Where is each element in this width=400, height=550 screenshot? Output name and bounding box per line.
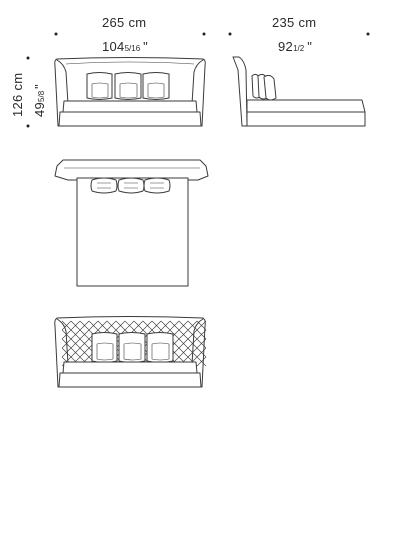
front-view [54,57,206,127]
side-mattress [246,99,366,113]
front-pillow-right-inner [147,82,165,99]
back-pillow-left-inner [96,342,114,361]
width-inch-label: 1045/16" [102,39,148,55]
tufting-cross [178,329,189,340]
front-pillow-center-inner [119,82,138,99]
tufting-cross [169,320,180,331]
depth-inch-label: 921/2" [278,39,312,55]
tufting-cross [196,347,207,358]
tufting-cross [124,320,135,331]
top-bed-body [76,177,189,287]
tufting-cross [178,347,189,358]
tufting-cross [70,347,81,358]
top-pillow-left [90,177,118,194]
tufting-cross [70,338,81,349]
tufting-cross [160,320,171,331]
tufting-cross [187,329,198,340]
dimension-dots [26,32,370,128]
side-view [232,56,366,127]
top-pillow-right [143,177,171,194]
height-dot-bottom [26,124,30,128]
depth-inch-mark: " [307,39,313,54]
front-base [58,111,202,127]
width-dot-left [54,32,58,36]
tufting-cross [187,338,198,349]
front-right-wing [191,59,204,105]
tufting-cross [196,320,207,331]
tufting-cross [178,320,189,331]
tufting-cross [196,338,207,349]
depth-inch-whole: 92 [278,39,294,54]
depth-cm-label: 235 cm [272,15,317,30]
back-left-wing [56,318,69,365]
tufting-cross [70,329,81,340]
depth-dot-left [228,32,232,36]
tufting-cross [70,320,81,331]
side-headboard [232,56,248,127]
tufting-cross [79,347,90,358]
side-base [246,111,366,127]
tufting-cross [61,320,72,331]
front-mattress [62,100,198,113]
width-inch-mark: " [143,39,149,54]
top-pillow-center-inner [124,182,138,189]
front-pillow-right [142,72,170,100]
width-inch-fraction: 5/16 [124,44,141,53]
width-inch-whole: 104 [102,39,125,54]
tufting-cross [61,329,72,340]
depth-inch-fraction: 1/2 [293,44,305,53]
top-pillow-center [117,177,145,194]
front-left-wing [56,59,69,105]
tufting-cross [196,356,207,367]
front-pillow-center [114,72,142,100]
back-base [58,372,202,388]
tufting-cross [178,338,189,349]
tufting-cross [97,320,108,331]
tufting-cross [187,320,198,331]
width-dot-right [202,32,206,36]
depth-dot-right [366,32,370,36]
tufting-cross [61,347,72,358]
tufting-cross [106,320,117,331]
front-pillow-left-inner [91,82,109,99]
front-headboard-inner [65,61,195,65]
back-view [54,316,207,388]
tufting-cross [142,320,153,331]
back-mattress [62,361,198,374]
side-pillow-front [263,74,277,101]
front-pillow-left [86,72,113,100]
back-pillow-center-inner [123,342,142,361]
tufting-cross [187,347,198,358]
tufting-cross [79,329,90,340]
tufting-cross [79,320,90,331]
tufting-cross [61,338,72,349]
width-cm-label: 265 cm [102,15,147,30]
top-view [54,159,209,287]
height-dot-top [26,56,30,60]
back-right-wing [191,318,204,365]
top-pillow-right-inner [150,182,164,189]
top-headboard [54,159,209,181]
tufting-cross [151,320,162,331]
tufting-cross [196,329,207,340]
tufting-cross [88,320,99,331]
tufting-cross [133,320,144,331]
back-pillow-right-inner [151,342,170,361]
tufting-cross [79,338,90,349]
tufting-cross [115,320,126,331]
top-pillow-left-inner [97,182,111,189]
